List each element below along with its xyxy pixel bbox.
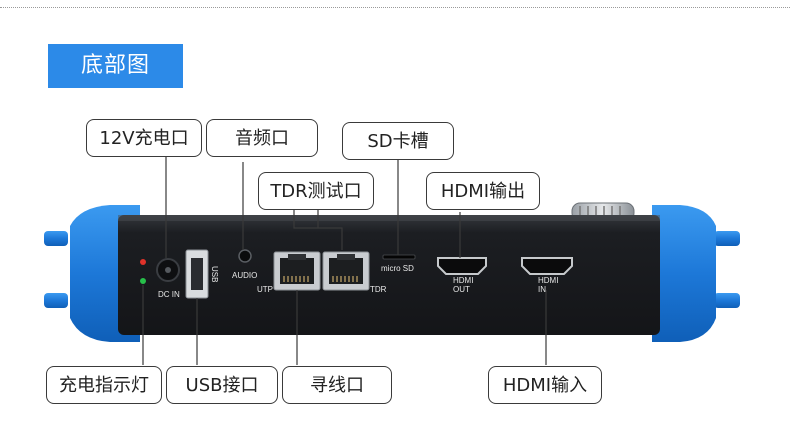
right-bumper	[652, 205, 740, 342]
callout-sd-slot: SD卡槽	[342, 122, 454, 160]
top-divider	[0, 7, 790, 8]
label-hdmi-out-2: OUT	[453, 285, 470, 294]
label-utp: UTP	[257, 285, 273, 294]
label-hdmi-out-1: HDMI	[453, 276, 473, 285]
callout-hdmi-out: HDMI输出	[426, 172, 540, 210]
hdmi-in-port	[521, 257, 573, 275]
page-title: 底部图	[48, 44, 183, 88]
callout-led: 充电指示灯	[46, 366, 162, 404]
rj45-tdr-port	[322, 251, 370, 291]
label-hdmi-in-1: HDMI	[538, 276, 558, 285]
callout-usb: USB接口	[166, 366, 278, 404]
led-green	[140, 278, 146, 284]
label-usb: USB	[210, 266, 219, 282]
led-red	[140, 259, 146, 265]
micro-sd-slot	[382, 254, 416, 260]
audio-jack	[238, 249, 252, 263]
label-micro-sd: micro SD	[381, 264, 414, 273]
callout-hdmi-in: HDMI输入	[488, 366, 602, 404]
callout-tdr: TDR测试口	[258, 172, 374, 210]
callout-audio: 音频口	[206, 119, 318, 157]
hdmi-out-port	[437, 257, 487, 275]
label-audio: AUDIO	[232, 271, 257, 280]
callout-dc-charge: 12V充电口	[86, 119, 202, 157]
label-tdr: TDR	[370, 285, 387, 294]
label-dc-in: DC IN	[158, 290, 180, 299]
label-hdmi-in-2: IN	[538, 285, 546, 294]
callout-line-finder: 寻线口	[282, 366, 392, 404]
bottom-panel	[118, 215, 660, 335]
rj45-utp-port	[273, 251, 321, 291]
